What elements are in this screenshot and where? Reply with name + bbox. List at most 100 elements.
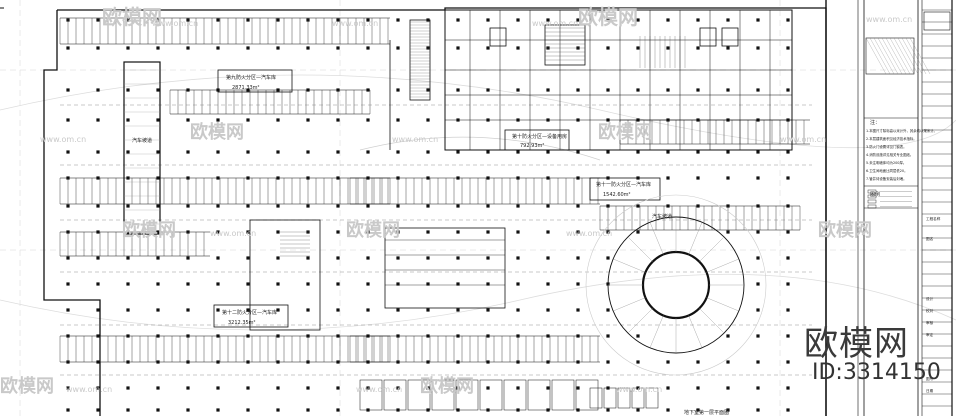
plan-line: [881, 37, 903, 75]
column: [336, 282, 340, 286]
ramp-left: [123, 61, 161, 235]
watermark-site: www.om.cn: [532, 19, 578, 28]
watermark-brand: 欧模网: [122, 219, 176, 241]
zone-label-box: [589, 177, 661, 201]
column: [726, 150, 730, 154]
column: [606, 256, 610, 260]
column: [306, 118, 310, 122]
watermark-brand: 欧模网: [818, 219, 872, 241]
plan-line: [627, 308, 653, 334]
column: [726, 46, 730, 50]
zone-label-box: [504, 129, 570, 151]
watermark-layer: 欧模网 www.om.cn 欧模网 www.om.cn www.om.cn ww…: [0, 5, 912, 397]
watermark-brand: 欧模网: [578, 5, 638, 29]
column: [126, 408, 130, 412]
column: [696, 18, 700, 22]
column: [666, 46, 670, 50]
column: [126, 150, 130, 154]
column: [216, 230, 220, 234]
column: [786, 150, 790, 154]
column: [756, 88, 760, 92]
column: [456, 282, 460, 286]
watermark-brand: 欧模网: [0, 375, 54, 397]
column: [186, 204, 190, 208]
plan-line: [613, 297, 646, 312]
column: [96, 118, 100, 122]
column: [516, 46, 520, 50]
column: [756, 308, 760, 312]
column: [246, 256, 250, 260]
column: [276, 386, 280, 390]
small-room: [631, 387, 645, 409]
watermark-site: www.om.cn: [392, 135, 438, 144]
column: [756, 176, 760, 180]
area-label-zone12-area: 3212.35m²: [228, 320, 256, 326]
column: [156, 282, 160, 286]
column: [216, 282, 220, 286]
column: [576, 204, 580, 208]
column: [726, 360, 730, 364]
column: [96, 150, 100, 154]
column: [156, 308, 160, 312]
column: [186, 150, 190, 154]
column: [96, 386, 100, 390]
small-room: [455, 379, 479, 411]
area-label-zone12-name: 第十二防火分区—汽车库: [222, 309, 277, 316]
column: [96, 256, 100, 260]
column: [126, 204, 130, 208]
column: [756, 46, 760, 50]
watermark-site: www.om.cn: [566, 229, 612, 238]
title-block-field: 审核: [926, 320, 934, 325]
plan-line: [873, 37, 895, 75]
column: [456, 308, 460, 312]
column: [216, 118, 220, 122]
small-room: [645, 387, 659, 409]
plan-line: [897, 37, 919, 75]
column: [456, 386, 460, 390]
column: [366, 308, 370, 312]
column: [336, 150, 340, 154]
column: [246, 230, 250, 234]
column: [276, 256, 280, 260]
column: [756, 18, 760, 22]
area-label-zone10-name: 第十防火分区—设备用房: [512, 133, 567, 140]
column: [276, 46, 280, 50]
column: [696, 386, 700, 390]
column: [756, 360, 760, 364]
plan-line: [909, 37, 931, 75]
column: [366, 204, 370, 208]
watermark-brand: 欧模网: [190, 121, 244, 143]
column: [756, 230, 760, 234]
column: [306, 256, 310, 260]
note-line: 3.防火门设置详见门窗表。: [866, 144, 907, 149]
column: [516, 150, 520, 154]
column: [456, 256, 460, 260]
elevator: [721, 27, 739, 47]
column: [396, 46, 400, 50]
column: [396, 88, 400, 92]
column: [336, 230, 340, 234]
column: [486, 46, 490, 50]
column: [426, 204, 430, 208]
column: [216, 46, 220, 50]
escalator: [409, 19, 431, 101]
plan-line: [706, 297, 739, 312]
column: [366, 18, 370, 22]
column: [96, 308, 100, 312]
column: [666, 408, 670, 412]
area-label-ramp-2: 汽车坡道: [652, 213, 672, 220]
note-line: 6.卫生间地面比同层低20。: [866, 168, 907, 173]
column: [606, 408, 610, 412]
small-room: [527, 379, 551, 411]
watermark-brand: 欧模网: [420, 375, 474, 397]
column: [486, 230, 490, 234]
column: [756, 282, 760, 286]
column: [696, 408, 700, 412]
column: [96, 204, 100, 208]
column: [276, 150, 280, 154]
column: [786, 176, 790, 180]
core-room: [384, 227, 506, 309]
column: [246, 282, 250, 286]
plan-line: [699, 236, 725, 262]
